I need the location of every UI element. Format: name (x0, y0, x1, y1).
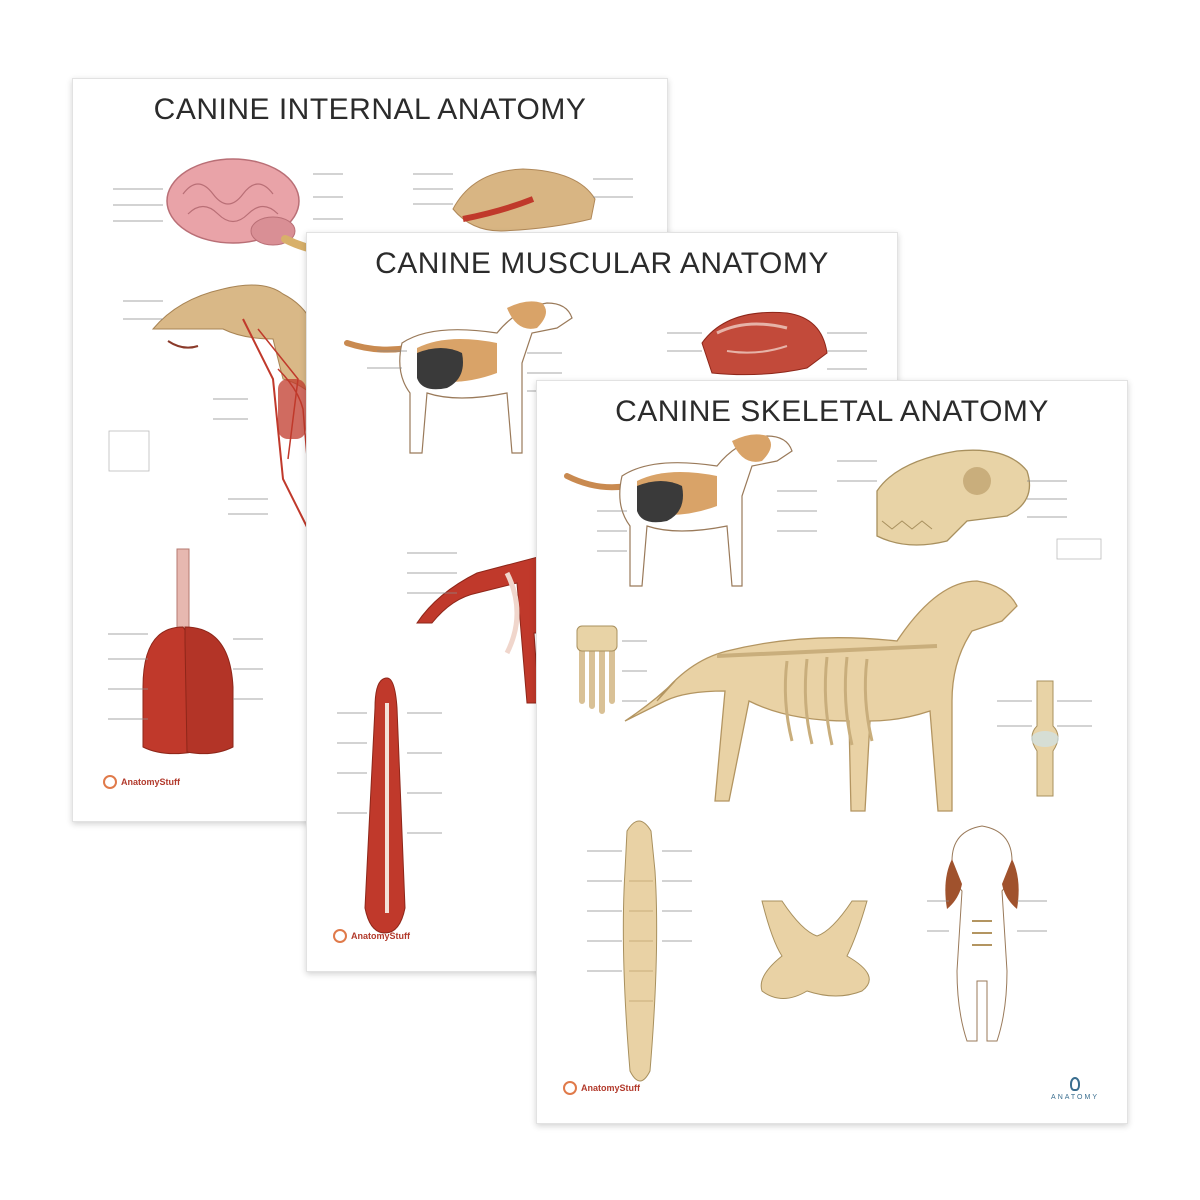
brain-illustration (166, 158, 329, 255)
beagle-illustration (564, 434, 793, 587)
lungs-illustration (142, 548, 234, 755)
dog-head-illustration (452, 168, 596, 232)
muscle-head-illustration (701, 311, 828, 376)
poster-title-skeletal: CANINE SKELETAL ANATOMY (615, 395, 1049, 428)
spine-illustration (622, 820, 658, 1082)
skull-illustration (876, 449, 1031, 546)
brand-logo-skeletal: AnatomyStuff (563, 1081, 640, 1095)
internal-anatomy-illustrations (108, 158, 633, 755)
paw-illustration (576, 625, 618, 714)
brand-logo-internal: AnatomyStuff (103, 775, 180, 789)
brand-mark-icon (563, 1081, 577, 1095)
brand-logo-muscular: AnatomyStuff (333, 929, 410, 943)
anatomy-logo: ANATOMY (1051, 1077, 1099, 1101)
beagle-illustration (344, 301, 573, 454)
brand-mark-icon (103, 775, 117, 789)
label-lines-internal (108, 173, 633, 720)
poster-title-muscular: CANINE MUSCULAR ANATOMY (375, 247, 829, 280)
dog-body-illustration (151, 284, 354, 545)
muscle-dorsal-illustration (364, 677, 406, 934)
poster-title-internal: CANINE INTERNAL ANATOMY (153, 93, 587, 126)
pelvis-illustration (760, 900, 870, 999)
knee-joint-illustration (1031, 680, 1059, 797)
brand-mark-icon (333, 929, 347, 943)
skeletal-anatomy-illustrations (564, 434, 1102, 1082)
anatomy-logo-icon (1070, 1077, 1081, 1091)
poster-skeletal-anatomy: CANINE SKELETAL ANATOMY (536, 380, 1128, 1124)
skeleton-dog-illustration (624, 580, 1018, 812)
label-lines-skeletal (587, 460, 1092, 972)
beagle-front-illustration (945, 825, 1019, 1042)
